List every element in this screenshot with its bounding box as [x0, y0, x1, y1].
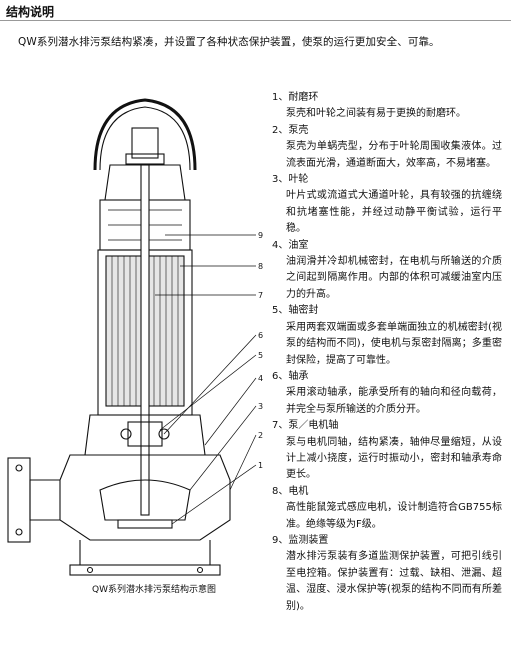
cable-gland — [131, 127, 159, 159]
structure-sections: 1、耐磨环 泵壳和叶轮之间装有易于更换的耐磨环。 2、泵壳 泵壳为单蜗壳型，分布… — [272, 90, 502, 615]
section-title: 9、监测装置 — [272, 534, 329, 546]
section-title: 8、电机 — [272, 485, 309, 497]
callout-5: 5 — [258, 351, 263, 360]
page-heading: 结构说明 — [6, 5, 55, 19]
section-body: 高性能鼠笼式感应电机，设计制造符合GB755标准。绝缘等级为F级。 — [286, 502, 502, 530]
section-body: 油润滑并冷却机械密封，在电机与所输送的介质之间起到隔离作用。内部的体积可减缓油室… — [286, 256, 502, 300]
callout-4: 4 — [258, 374, 263, 383]
section-shaft-seal: 5、轴密封 采用两套双端面或多套单端面独立的机械密封(视泵的结构而不同)，使电机… — [272, 303, 502, 369]
section-title: 3、叶轮 — [272, 174, 309, 186]
section-body: 采用两套双端面或多套单端面独立的机械密封(视泵的结构而不同)，使电机与泵密封隔离… — [286, 321, 502, 366]
section-wear-ring: 1、耐磨环 泵壳和叶轮之间装有易于更换的耐磨环。 — [272, 90, 502, 123]
callout-3: 3 — [258, 402, 263, 411]
section-title: 2、泵壳 — [272, 124, 309, 136]
intro-text: QW系列潜水排污泵结构紧凑，并设置了各种状态保护装置，使泵的运行更加安全、可靠。 — [18, 36, 440, 48]
section-motor: 8、电机 高性能鼠笼式感应电机，设计制造符合GB755标准。绝缘等级为F级。 — [272, 484, 502, 533]
section-bearing: 6、轴承 采用滚动轴承，能承受所有的轴向和径向载荷，并完全与泵所输送的介质分开。 — [272, 369, 502, 418]
pump-cross-section-diagram: 9 8 7 6 5 4 3 2 1 — [7, 98, 263, 576]
section-impeller: 3、叶轮 叶片式或流道式大通道叶轮，具有较强的抗缠绕和抗堵塞性能，并经过动静平衡… — [272, 172, 502, 238]
section-body: 泵与电机同轴，结构紧凑，轴伸尽量缩短，从设计上减小挠度，运行时振动小，密封和轴承… — [286, 436, 502, 481]
callout-8: 8 — [258, 262, 263, 271]
section-body: 泵壳为单蜗壳型，分布于叶轮周围收集液体。过流表面光滑，通道断面大，效率高，不易堵… — [286, 141, 502, 169]
section-title: 7、泵／电机轴 — [272, 420, 339, 432]
section-title: 1、耐磨环 — [272, 92, 319, 103]
volute-casing — [59, 454, 231, 541]
discharge-flange — [7, 457, 31, 543]
section-shaft: 7、泵／电机轴 泵与电机同轴，结构紧凑，轴伸尽量缩短，从设计上减小挠度，运行时振… — [272, 418, 502, 484]
impeller — [99, 479, 191, 521]
section-body: 叶片式或流道式大通道叶轮，具有较强的抗缠绕和抗堵塞性能，并经过动静平衡试验，运行… — [286, 190, 502, 235]
section-body: 采用滚动轴承，能承受所有的轴向和径向载荷，并完全与泵所输送的介质分开。 — [286, 387, 502, 415]
inlet-flange — [69, 564, 221, 576]
wear-ring — [117, 519, 173, 529]
callout-9: 9 — [258, 231, 263, 240]
section-title: 5、轴密封 — [272, 305, 319, 317]
callout-6: 6 — [258, 331, 263, 340]
pump-motor-shaft — [140, 164, 150, 516]
bearing-left — [120, 428, 132, 440]
callout-1: 1 — [258, 461, 263, 470]
section-monitoring: 9、监测装置 潜水排污泵装有多道监测保护装置，可把引线引至电控箱。保护装置有：过… — [272, 533, 502, 615]
lifting-handle — [93, 98, 197, 171]
section-body: 潜水排污泵装有多道监测保护装置，可把引线引至电控箱。保护装置有：过载、缺相、泄漏… — [286, 551, 502, 612]
section-oil-chamber: 4、油室 油润滑并冷却机械密封，在电机与所输送的介质之间起到隔离作用。内部的体积… — [272, 238, 502, 304]
mechanical-seal — [127, 421, 163, 447]
bearing-right — [158, 428, 170, 440]
callout-7: 7 — [258, 291, 263, 300]
base-stand — [79, 540, 211, 566]
section-pump-casing: 2、泵壳 泵壳为单蜗壳型，分布于叶轮周围收集液体。过流表面光滑，通道断面大，效率… — [272, 123, 502, 172]
heading-divider — [0, 20, 511, 21]
section-body: 泵壳和叶轮之间装有易于更换的耐磨环。 — [286, 108, 466, 120]
section-title: 4、油室 — [272, 239, 309, 251]
callout-2: 2 — [258, 431, 263, 440]
discharge-pipe — [29, 479, 60, 521]
diagram-caption: QW系列潜水排污泵结构示意图 — [92, 585, 216, 595]
section-title: 6、轴承 — [272, 370, 309, 382]
